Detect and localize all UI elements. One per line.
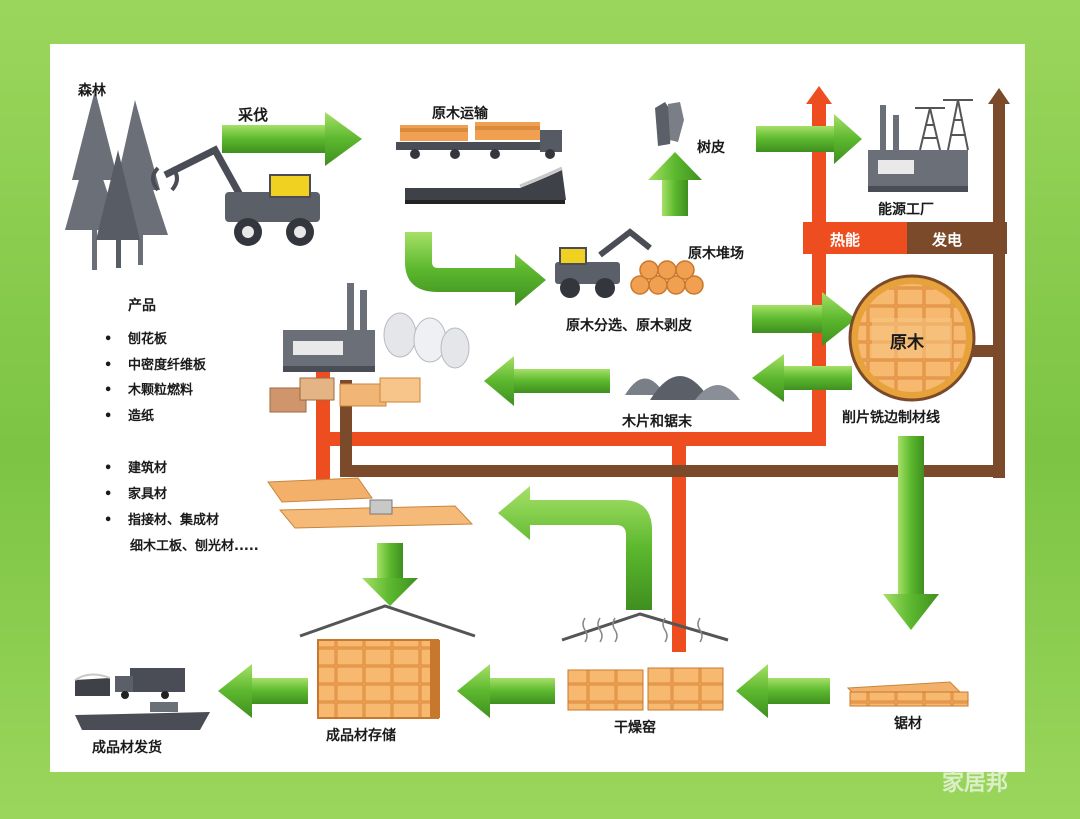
bullet: • [104,409,112,424]
storage-to-shipping-arrow [218,664,308,718]
product-item: 指接材、集成材 [128,512,219,528]
shipping-vehicles-icon [74,668,210,730]
bullet: • [104,383,112,398]
log-transport-label: 原木运输 [432,105,489,122]
bullet: • [104,358,112,373]
chips-to-factory-arrow [484,356,610,406]
sawn-timber-label: 锯材 [894,715,922,732]
product-item: 家具材 [128,486,167,502]
shipping-label: 成品材发货 [92,739,162,756]
energy-split-bar: 热能 发电 [803,222,1007,254]
bark-label: 树皮 [697,139,725,156]
boards-to-storage-arrow [362,543,418,606]
energy-plant-icon [868,99,973,192]
bullet: • [104,513,112,528]
log-truck-icon [396,122,562,159]
bark-pile-icon [655,102,684,146]
bullet: • [104,487,112,502]
to-log-arrow [752,292,856,346]
storage-label: 成品材存储 [326,727,396,744]
bark-to-plant-arrow [756,114,862,164]
product-item-extra: 细木工板、刨光材..... [130,538,259,554]
product-item: 中密度纤维板 [128,357,207,373]
product-item: 刨花板 [127,331,168,347]
bullet: • [104,461,112,476]
diagram-panel [50,44,1025,772]
power-label: 发电 [931,231,962,249]
storage-shed-icon [299,604,476,719]
log-label: 原木 [890,332,925,353]
processing-factory-icon [269,283,470,413]
products-title: 产品 [128,297,156,314]
transport-to-yard-arrow [405,232,546,306]
kiln-to-boards-arrow [498,486,652,610]
log-cross-section-icon [848,274,976,402]
harvester-machine-icon [151,145,320,246]
sawn-timber-icon [846,681,970,707]
log-sort-debark-label: 原木分选、原木剥皮 [566,317,692,334]
log-to-chips-arrow [752,354,852,402]
log-yard-label: 原木堆场 [688,245,744,262]
watermark: 家居邦 [942,770,1008,796]
product-item: 造纸 [128,408,154,424]
sawn-to-kiln-arrow [736,664,830,718]
products-list: 产品 • 刨花板 • 中密度纤维板 • 木颗粒燃料 • 造纸 • 建筑材 • 家具材 • 指接… [104,297,259,554]
heat-energy-label: 热能 [830,231,860,249]
line-to-sawn-arrow [883,436,939,630]
bullet: • [104,332,112,347]
boards-icon [267,477,474,529]
harvest-label: 采伐 [237,106,268,124]
product-item: 建筑材 [128,460,167,476]
chips-sawdust-label: 木片和锯末 [621,413,693,430]
log-yard-loader-icon [555,228,704,298]
product-item: 木颗粒燃料 [127,382,193,398]
flow-arrows [218,112,939,718]
bark-up-arrow [648,152,702,216]
forest-trees-icon [65,90,168,270]
harvest-arrow [222,112,362,166]
energy-plant-label: 能源工厂 [878,201,934,218]
kiln-label: 干燥窑 [614,719,656,736]
chips-sawdust-icon [625,376,740,400]
kiln-to-storage-arrow [457,664,555,718]
chip-line-label: 削片铣边制材线 [842,409,940,426]
train-icon [405,166,566,204]
forest-label: 森林 [78,82,106,99]
kiln-icon [561,612,729,711]
